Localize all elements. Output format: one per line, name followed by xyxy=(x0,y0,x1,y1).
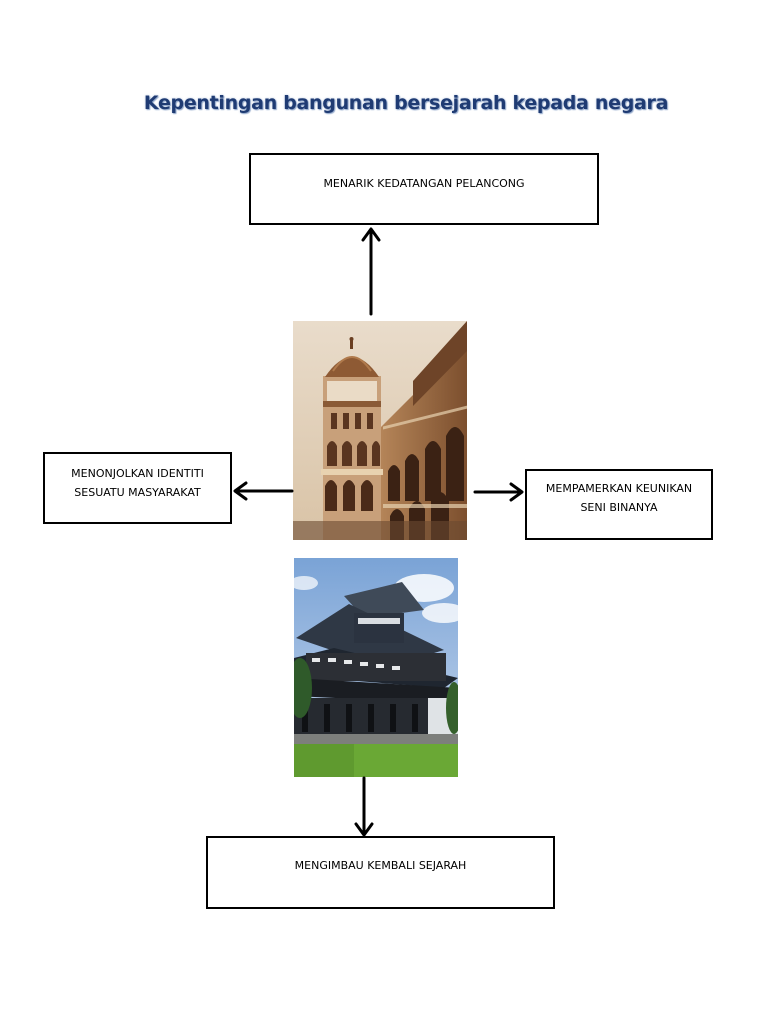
box-right-line1: MEMPAMERKAN KEUNIKAN xyxy=(545,482,693,495)
box-left-line2: SESUATU MASYARAKAT xyxy=(74,486,201,499)
arrow-right xyxy=(473,482,524,502)
timber-palace-illustration xyxy=(294,558,458,777)
box-left-line1: MENONJOLKAN IDENTITI xyxy=(71,467,204,480)
arrow-up xyxy=(361,227,381,316)
box-menarik-pelancong: MENARIK KEDATANGAN PELANCONG xyxy=(249,153,599,225)
historic-building-photo-dome xyxy=(293,321,467,540)
box-top-label: MENARIK KEDATANGAN PELANCONG xyxy=(323,177,525,190)
arrow-down xyxy=(354,776,374,837)
arrow-left xyxy=(233,481,294,501)
historic-building-photo-istana xyxy=(294,558,458,777)
box-bottom-label: MENGIMBAU KEMBALI SEJARAH xyxy=(294,859,467,872)
box-right-line2: SENI BINANYA xyxy=(580,501,658,514)
box-mengimbau-sejarah: MENGIMBAU KEMBALI SEJARAH xyxy=(206,836,555,909)
box-keunikan-seni-bina: MEMPAMERKAN KEUNIKAN SENI BINANYA xyxy=(525,469,713,540)
box-identiti-masyarakat: MENONJOLKAN IDENTITI SESUATU MASYARAKAT xyxy=(43,452,232,524)
diagram-title: Kepentingan bangunan bersejarah kepada n… xyxy=(143,92,669,114)
dome-building-illustration xyxy=(293,321,467,540)
